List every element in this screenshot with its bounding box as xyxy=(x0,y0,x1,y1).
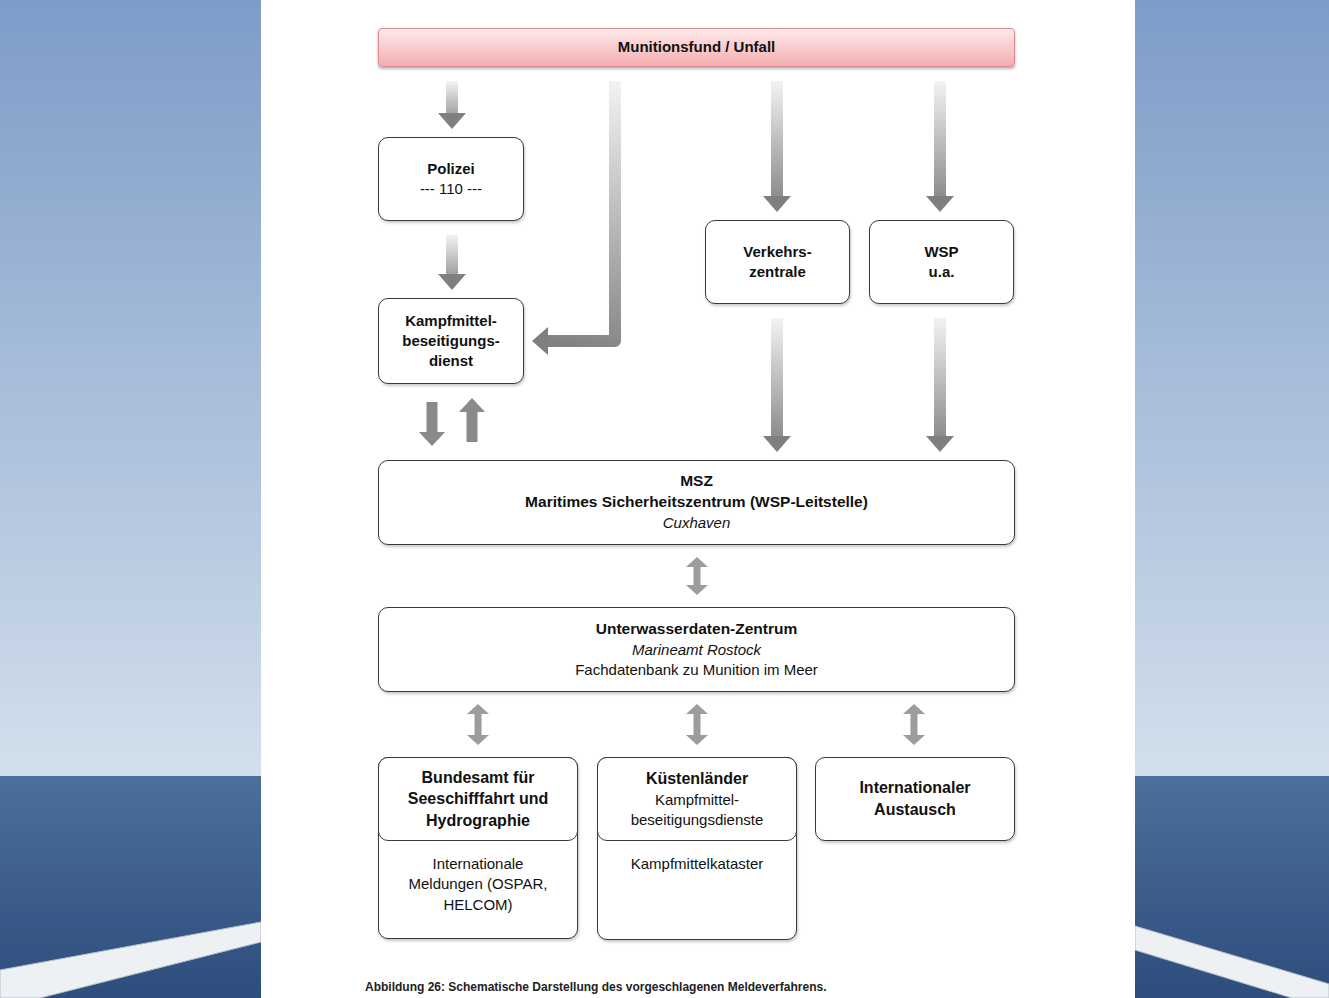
arrow-head xyxy=(903,735,925,745)
box-label: Internationale Meldungen (OSPAR, HELCOM) xyxy=(407,854,549,915)
flow-arrow xyxy=(686,557,708,595)
arrow-shaft xyxy=(934,81,946,198)
arrow-head xyxy=(459,398,485,412)
center-box: MSZMaritimes Sicherheitszentrum (WSP-Lei… xyxy=(378,460,1015,545)
box-label: Kampfmittel- beseitigungsdienste xyxy=(606,790,788,831)
flow-arrow xyxy=(763,81,791,212)
arrow-head xyxy=(438,274,466,290)
arrow-head xyxy=(763,436,791,452)
box-label: Kampfmittelkataster xyxy=(631,854,764,874)
box-label: WSP u.a. xyxy=(917,242,967,283)
box-label: Kampfmittel- beseitigungs- dienst xyxy=(387,311,515,372)
arrow-head xyxy=(686,704,708,714)
arrow-head xyxy=(686,585,708,595)
sky xyxy=(0,0,261,776)
box-label: MSZ xyxy=(680,471,713,492)
flow-arrow xyxy=(763,318,791,452)
process-box: Polizei--- 110 --- xyxy=(378,137,524,221)
arrow-shaft xyxy=(427,402,438,434)
arrow-head xyxy=(763,196,791,212)
sea xyxy=(0,776,261,998)
flow-arrow xyxy=(532,81,615,355)
flow-arrow xyxy=(438,81,466,129)
ship-railing xyxy=(1135,926,1329,998)
box-label: Maritimes Sicherheitszentrum (WSP-Leitst… xyxy=(525,492,868,513)
flow-arrow xyxy=(459,398,485,442)
header-box: KüstenländerKampfmittel- beseitigungsdie… xyxy=(597,757,797,841)
box-label: Verkehrs- zentrale xyxy=(714,242,841,283)
arrow-shaft xyxy=(911,713,918,737)
box-label: Unterwasserdaten-Zentrum xyxy=(596,619,798,640)
arrow-shaft xyxy=(475,713,482,737)
sky xyxy=(1135,0,1329,776)
group-box: Internationale Meldungen (OSPAR, HELCOM)… xyxy=(378,757,578,939)
arrow-head xyxy=(686,557,708,567)
arrow-head xyxy=(926,196,954,212)
box-label: Bundesamt für Seeschifffahrt und Hydrogr… xyxy=(387,767,569,832)
box-label: Polizei xyxy=(427,159,475,179)
box-label: Internationaler Austausch xyxy=(824,777,1006,820)
box-label: Küstenländer xyxy=(646,768,748,790)
process-box: Kampfmittel- beseitigungs- dienst xyxy=(378,298,524,384)
process-box: Verkehrs- zentrale xyxy=(705,220,850,304)
box-label: Marineamt Rostock xyxy=(632,640,761,660)
arrow-head xyxy=(419,432,445,446)
header-box: Bundesamt für Seeschifffahrt und Hydrogr… xyxy=(378,757,578,841)
process-box: WSP u.a. xyxy=(869,220,1014,304)
box-label: Cuxhaven xyxy=(663,513,731,533)
arrow-head xyxy=(686,735,708,745)
flow-arrow xyxy=(467,704,489,745)
arrow-shaft xyxy=(771,81,783,198)
arrow-head xyxy=(438,113,466,129)
arrow-shaft xyxy=(467,410,478,442)
box-label: Fachdatenbank zu Munition im Meer xyxy=(575,660,818,680)
flow-arrow xyxy=(419,402,445,446)
flow-arrow xyxy=(926,318,954,452)
process-box: Internationaler Austausch xyxy=(815,757,1015,841)
box-label: Munitionsfund / Unfall xyxy=(618,37,775,57)
arrow-shaft xyxy=(934,318,946,438)
flow-arrow xyxy=(926,81,954,212)
arrow-head xyxy=(926,436,954,452)
flow-arrow xyxy=(438,235,466,290)
page-sheet xyxy=(261,0,1135,998)
arrow-head xyxy=(467,735,489,745)
ship-railing xyxy=(0,922,261,998)
event-bar: Munitionsfund / Unfall xyxy=(378,28,1015,67)
arrow-shaft xyxy=(771,318,783,438)
center-box: Unterwasserdaten-ZentrumMarineamt Rostoc… xyxy=(378,607,1015,692)
arrow-shaft xyxy=(694,713,701,737)
arrow-shaft xyxy=(446,235,458,276)
arrow-shaft xyxy=(446,81,458,115)
arrow-head xyxy=(467,704,489,714)
group-box: Kampfmittelkataster KüstenländerKampfmitt… xyxy=(597,757,797,940)
arrow-head xyxy=(903,704,925,714)
arrow-shaft xyxy=(694,566,701,587)
arrow-head xyxy=(532,327,548,355)
flow-arrow xyxy=(686,704,708,745)
arrow-shaft xyxy=(546,81,615,341)
box-label: --- 110 --- xyxy=(420,179,482,199)
flow-arrow xyxy=(903,704,925,745)
sea xyxy=(1135,776,1329,998)
figure-caption: Abbildung 26: Schematische Darstellung d… xyxy=(365,980,826,994)
